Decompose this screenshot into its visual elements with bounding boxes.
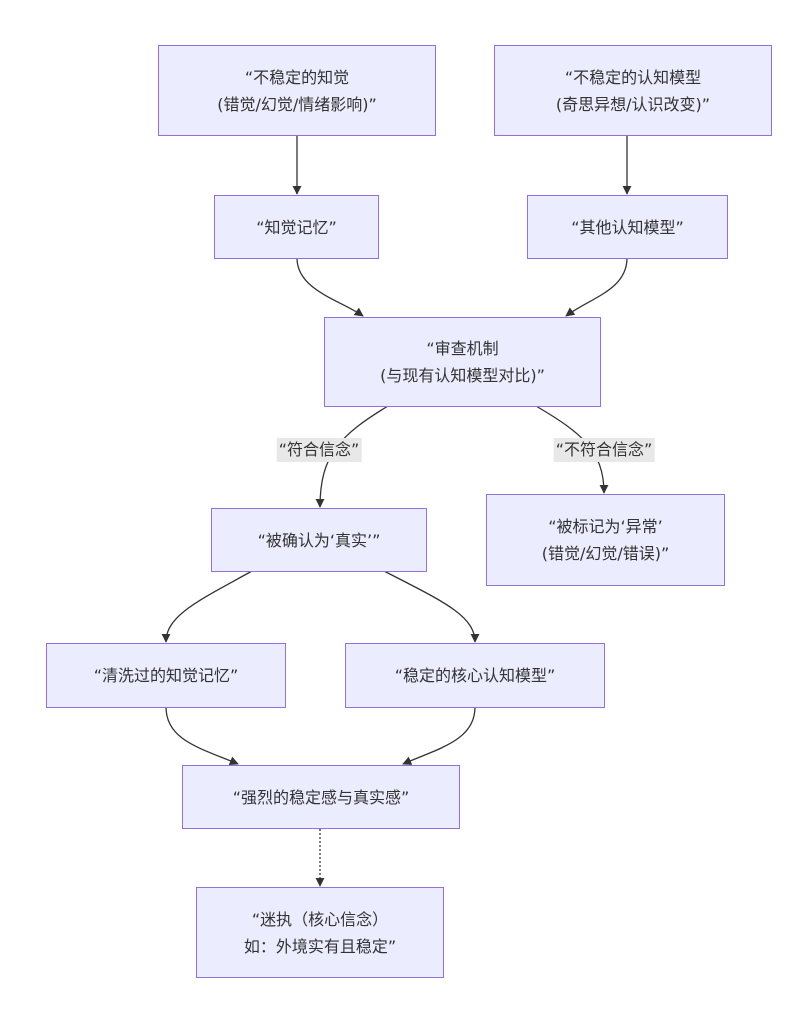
- edge-I-J: [402, 706, 476, 765]
- node-review-mechanism[interactable]: “审查机制 (与现有认知模型对比)”: [324, 317, 601, 407]
- node-unstable-perception[interactable]: “不稳定的知觉 (错觉/幻觉/情绪影响)”: [158, 45, 436, 136]
- edge-F-I: [383, 570, 480, 643]
- edge-F-H: [161, 570, 253, 643]
- node-other-cognitive-models[interactable]: “其他认知模型”: [527, 195, 728, 259]
- edge-C-E: [296, 257, 364, 317]
- edge-D-E: [565, 257, 628, 317]
- node-strong-stability[interactable]: “强烈的稳定感与真实感”: [182, 765, 460, 829]
- node-cleansed-memory[interactable]: “清洗过的知觉记忆”: [46, 643, 286, 708]
- edge-label-inconsistent: “不符合信念”: [553, 438, 655, 462]
- node-unstable-cognitive-model[interactable]: “不稳定的认知模型 (奇思异想/认识改变)”: [494, 45, 772, 136]
- node-perceptual-memory[interactable]: “知觉记忆”: [214, 195, 379, 259]
- edge-H-J: [165, 706, 239, 766]
- node-marked-abnormal[interactable]: “被标记为‘异常’ (错觉/幻觉/错误)”: [486, 494, 725, 586]
- node-confirmed-real[interactable]: “被确认为‘真实’”: [211, 508, 427, 572]
- node-attachment-core-belief[interactable]: “迷执（核心信念） 如：外境实有且稳定”: [196, 887, 444, 978]
- edge-label-consistent: “符合信念”: [276, 438, 362, 462]
- node-stable-core-model[interactable]: “稳定的核心认知模型”: [345, 643, 605, 708]
